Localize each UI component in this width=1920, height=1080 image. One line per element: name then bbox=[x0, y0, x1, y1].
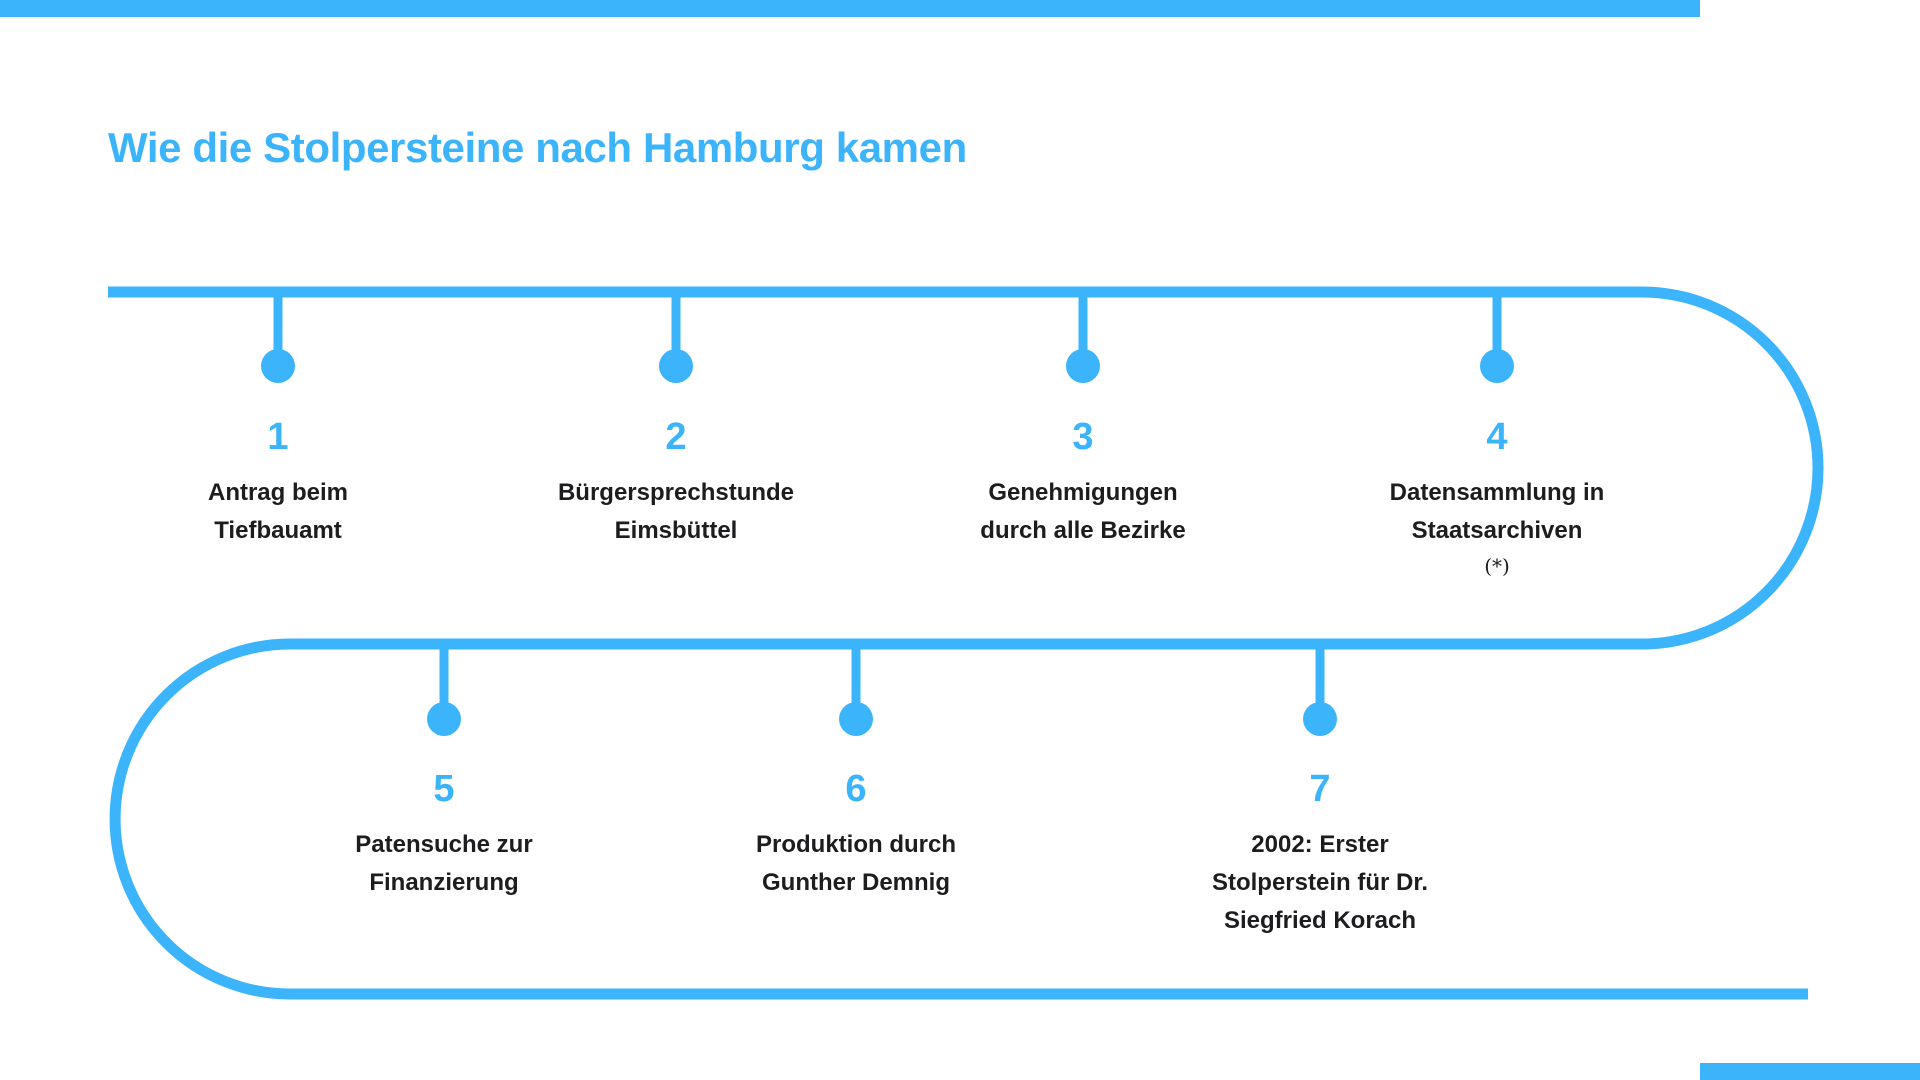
bottom-accent-bar bbox=[1700, 1063, 1920, 1080]
step-number-2: 2 bbox=[665, 416, 687, 458]
top-accent-bar bbox=[0, 0, 1700, 17]
dot-step-1 bbox=[261, 349, 295, 383]
dot-step-6 bbox=[839, 702, 873, 736]
step-number-3: 3 bbox=[1072, 416, 1094, 458]
page-title: Wie die Stolpersteine nach Hamburg kamen bbox=[108, 124, 967, 172]
dot-step-7 bbox=[1303, 702, 1337, 736]
dot-step-4 bbox=[1480, 349, 1514, 383]
dot-step-2 bbox=[659, 349, 693, 383]
step-number-6: 6 bbox=[845, 768, 867, 810]
step-number-4: 4 bbox=[1486, 416, 1508, 458]
step-number-1: 1 bbox=[267, 416, 289, 458]
step-note-4: (*) bbox=[1484, 553, 1510, 578]
step-number-7: 7 bbox=[1309, 768, 1331, 810]
dot-step-3 bbox=[1066, 349, 1100, 383]
dot-step-5 bbox=[427, 702, 461, 736]
step-number-5: 5 bbox=[433, 768, 455, 810]
